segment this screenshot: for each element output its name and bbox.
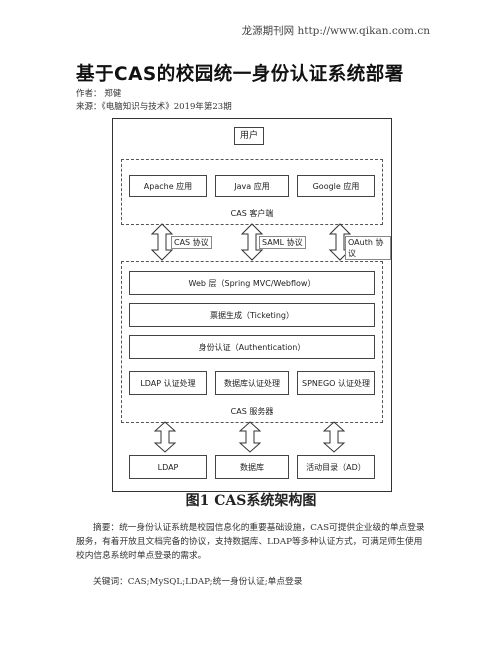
layer-web: Web 层（Spring MVC/Webflow） xyxy=(129,271,375,295)
figure-caption: 图1 CAS系统架构图 xyxy=(185,493,317,509)
article-author: 作者： 郑健 xyxy=(76,89,122,99)
protocol-arrow-saml xyxy=(241,223,263,261)
backend-arrow-ad xyxy=(323,421,345,453)
article-title: 基于CAS的校园统一身份认证系统部署 xyxy=(76,64,404,85)
protocol-label-cas: CAS 协议 xyxy=(171,236,212,249)
cas-architecture-diagram: 用户 Apache 应用 Java 应用 Google 应用 CAS 客户端 C… xyxy=(112,118,392,492)
client-google: Google 应用 xyxy=(297,175,375,197)
client-apache: Apache 应用 xyxy=(129,175,207,197)
protocol-label-saml: SAML 协议 xyxy=(259,236,306,249)
handler-ldap: LDAP 认证处理 xyxy=(129,371,207,395)
backend-active-directory: 活动目录（AD） xyxy=(297,455,375,479)
handler-database: 数据库认证处理 xyxy=(215,371,289,395)
site-header: 龙源期刊网 http://www.qikan.com.cn xyxy=(241,25,430,37)
handler-spnego: SPNEGO 认证处理 xyxy=(297,371,375,395)
abstract-text: 摘要：统一身份认证系统是校园信息化的重要基础设施，CAS可提供企业级的单点登录服… xyxy=(76,523,425,561)
client-caption: CAS 客户端 xyxy=(230,209,274,218)
protocol-arrow-cas xyxy=(151,223,173,261)
layer-ticketing: 票据生成（Ticketing） xyxy=(129,303,375,327)
keywords-text: 关键词：CAS;MySQL;LDAP;统一身份认证;单点登录 xyxy=(93,577,303,587)
backend-database: 数据库 xyxy=(215,455,289,479)
server-caption: CAS 服务器 xyxy=(230,407,274,416)
cas-server-area xyxy=(121,261,383,423)
backend-arrow-ldap xyxy=(154,421,176,453)
backend-ldap: LDAP xyxy=(129,455,207,479)
backend-arrow-database xyxy=(239,421,261,453)
article-source: 来源：《电脑知识与技术》2019年第23期 xyxy=(76,102,232,112)
client-java: Java 应用 xyxy=(215,175,289,197)
layer-authentication: 身份认证（Authentication） xyxy=(129,335,375,359)
protocol-label-oauth: OAuth 协议 xyxy=(345,236,391,260)
user-box: 用户 xyxy=(234,127,264,145)
